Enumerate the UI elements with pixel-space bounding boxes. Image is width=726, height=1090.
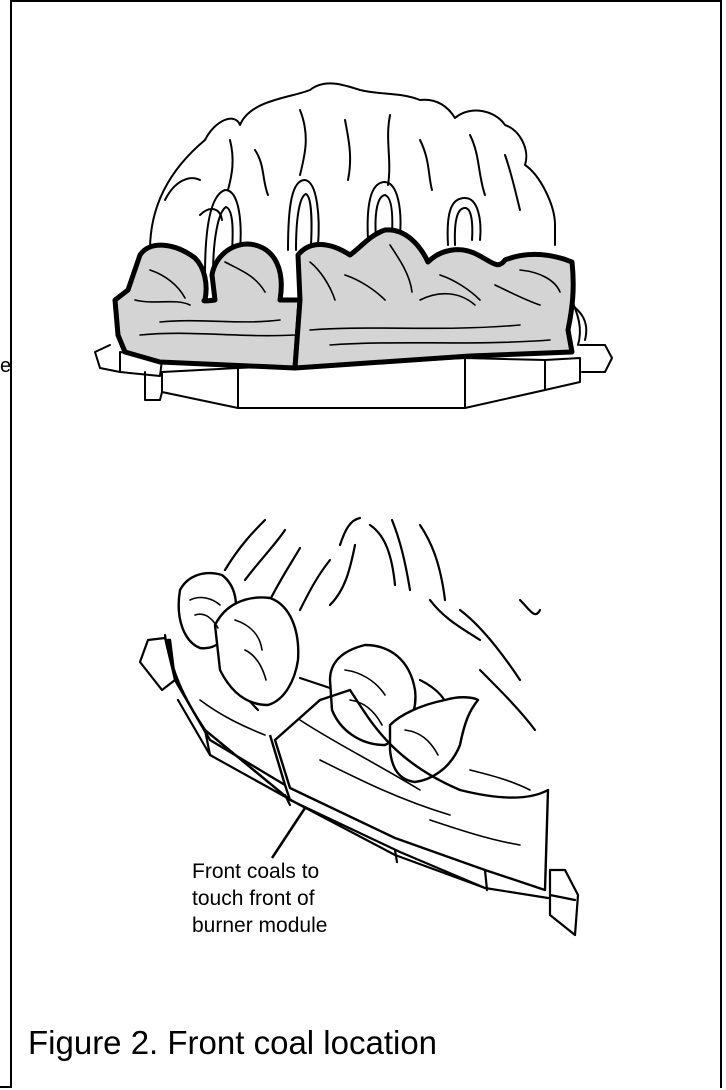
- front-coal-pieces: [168, 573, 548, 890]
- flame-finger: [448, 198, 481, 245]
- callout-line: Front coals to: [192, 858, 327, 885]
- callout-line: touch front of: [192, 885, 327, 912]
- callout-label: Front coals to touch front of burner mod…: [192, 858, 327, 939]
- callout-line: burner module: [192, 912, 327, 939]
- back-rock-outline: [150, 83, 555, 250]
- figure-caption: Figure 2. Front coal location: [28, 1024, 437, 1062]
- callout-leader-line: [272, 808, 305, 858]
- front-coal-right: [295, 230, 573, 368]
- flame-finger: [288, 180, 319, 250]
- front-coal-left: [115, 244, 300, 368]
- coal-piece: [215, 597, 298, 705]
